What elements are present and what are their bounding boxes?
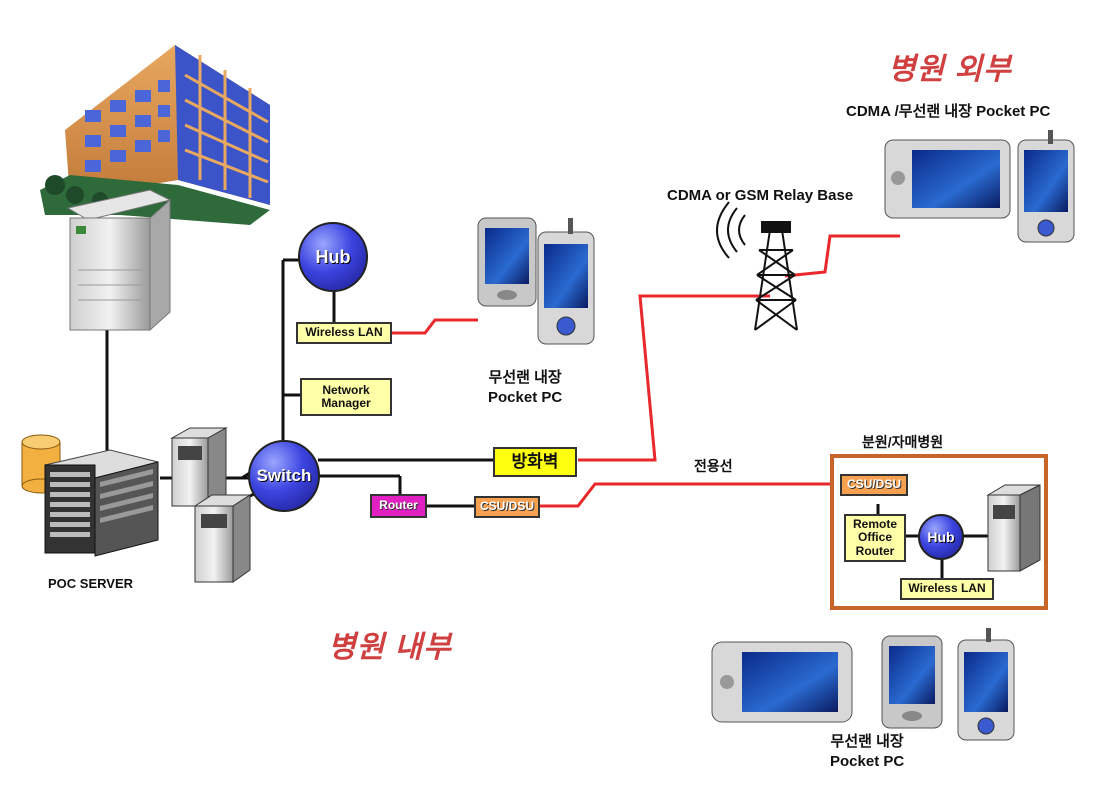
hospital-building-illustration — [40, 45, 270, 225]
zone-inside-label: 병원 내부 — [328, 631, 452, 664]
csu-dsu-main-node: CSU/DSU — [474, 496, 540, 518]
zone-outside-label: 병원 외부 — [888, 53, 1012, 86]
wlan-pocket-pc-bottom-label: 무선랜 내장 Pocket PC — [830, 733, 905, 770]
bottom-pda-landscape — [711, 641, 853, 723]
switch-node: Switch — [248, 440, 320, 512]
poc-tower-server — [66, 189, 172, 332]
relay-tower-icon — [716, 201, 798, 331]
router-node: Router — [370, 494, 427, 518]
pocket-pc-device-1 — [477, 217, 537, 307]
remote-office-router-node: Remote Office Router — [844, 514, 906, 562]
app-server-2 — [193, 494, 252, 583]
relay-base-label: CDMA or GSM Relay Base — [667, 187, 854, 204]
cdma-pda-phone — [1017, 130, 1075, 243]
branch-label: 분원/자매병원 — [862, 434, 944, 450]
poc-rack-server — [44, 449, 159, 557]
bottom-pda-classic — [881, 635, 943, 729]
wlan-pocket-pc-top-label: 무선랜 내장 Pocket PC — [488, 369, 563, 406]
dedicated-line-label: 전용선 — [694, 458, 733, 474]
network-manager-node: Network Manager — [300, 378, 392, 416]
cdma-pocket-pc-label: CDMA /무선랜 내장 Pocket PC — [846, 103, 1051, 120]
hub-branch-node: Hub — [918, 514, 964, 560]
firewall-node: 방화벽 — [493, 447, 577, 477]
app-server-1 — [170, 427, 228, 507]
wireless-lan-branch-node: Wireless LAN — [900, 578, 994, 600]
wan-links — [392, 234, 900, 508]
hub-main-node: Hub — [298, 222, 368, 292]
bottom-pda-phone — [957, 628, 1015, 741]
branch-server — [986, 484, 1041, 572]
pocket-pc-device-2 — [537, 218, 595, 345]
branch-office-box — [830, 454, 1048, 610]
cdma-pda-landscape — [884, 139, 1011, 219]
csu-dsu-branch-node: CSU/DSU — [840, 474, 908, 496]
wireless-lan-main-node: Wireless LAN — [296, 322, 392, 344]
poc-server-label: POC SERVER — [48, 576, 134, 591]
